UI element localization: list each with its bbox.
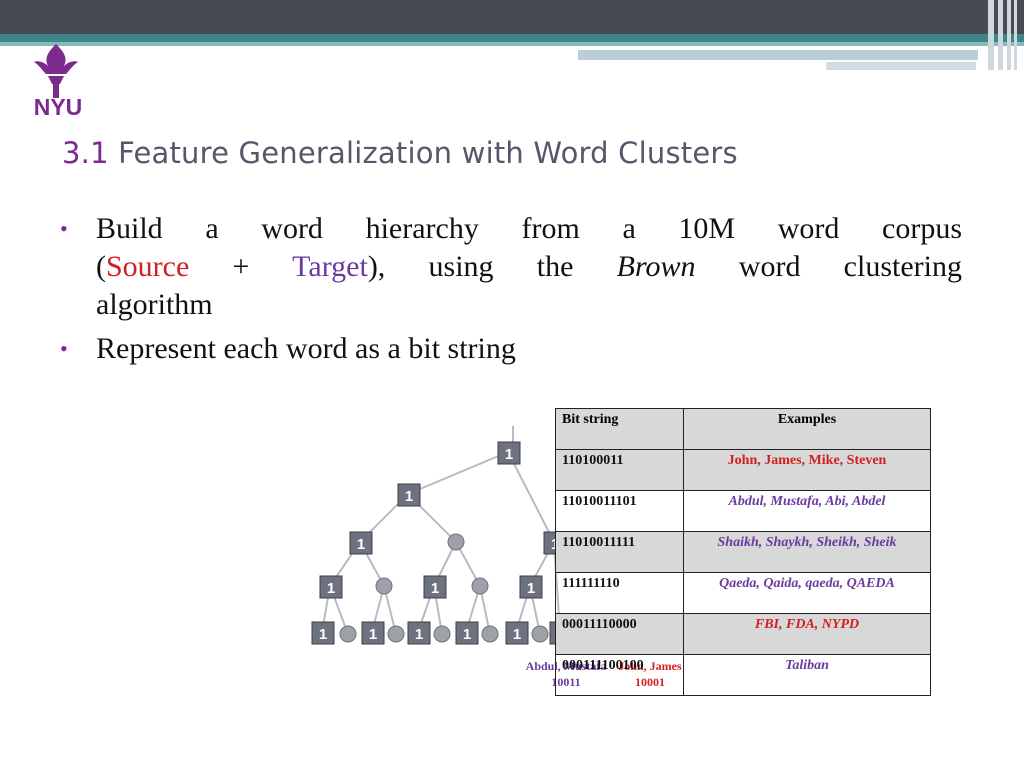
bullet-text: word clustering [695, 250, 962, 283]
header-bar [0, 0, 1024, 34]
header-accent-bar [578, 50, 978, 60]
tree-bit-node: 1 [423, 575, 447, 599]
tree-bit-label: 1 [431, 580, 439, 597]
bit-string-cell: 11010011101 [555, 490, 684, 532]
examples-cell: Abdul, Mustafa, Abi, Abdel [683, 490, 931, 532]
tree-internal-node [447, 533, 465, 551]
source-word: Source [106, 250, 190, 283]
table-header: Examples [683, 408, 931, 450]
tree-bit-label: 1 [405, 488, 413, 505]
bit-string-cell: 11010011111 [555, 531, 684, 573]
bullet-text: ), using the [367, 250, 617, 283]
examples-cell: John, James, Mike, Steven [683, 449, 931, 491]
examples-cell: Taliban [683, 654, 931, 696]
examples-cell: Qaeda, Qaida, qaeda, QAEDA [683, 572, 931, 614]
tree-bit-label: 1 [357, 536, 365, 553]
tree-bit-label: 1 [513, 626, 521, 643]
tree-bit-label: 1 [327, 580, 335, 597]
tree-bit-node: 1 [519, 575, 543, 599]
header-accent-column [998, 0, 1003, 70]
table-header: Bit string [555, 408, 684, 450]
bullet-marker: • [60, 216, 68, 241]
bullet-item: • Build a word hierarchy from a 10M word… [60, 210, 962, 324]
header-accent-column [1007, 0, 1011, 70]
tree-bit-label: 1 [527, 580, 535, 597]
tree-internal-node [375, 577, 393, 595]
tree-internal-node [481, 625, 499, 643]
tree-bit-node: 1 [361, 621, 385, 645]
header-stripe [0, 34, 1024, 42]
tree-bit-node: 1 [349, 531, 373, 555]
tree-bit-node: 1 [505, 621, 529, 645]
bullet-line: Represent each word as a bit string [96, 332, 516, 365]
slide-title-number: 3.1 [62, 136, 109, 170]
bit-string-cell: 110100011 [555, 449, 684, 491]
header-accent-column [1014, 0, 1017, 70]
bit-string-cell: 00011110000 [555, 613, 684, 655]
tree-bit-node: 1 [397, 483, 421, 507]
header-accent-bar-small [826, 62, 976, 70]
tree-edge [407, 451, 509, 495]
bit-string-cell: 000111100100 [555, 654, 684, 696]
tree-bit-label: 1 [463, 626, 471, 643]
tree-bit-label: 1 [505, 446, 513, 463]
slide-title-text: Feature Generalization with Word Cluster… [118, 136, 738, 170]
tree-internal-node [471, 577, 489, 595]
brown-word: Brown [616, 250, 696, 283]
bullet-marker: • [60, 336, 68, 361]
table-header-row: Bit string Examples [555, 408, 931, 450]
target-word: Target [292, 250, 368, 283]
plus-sign: + [189, 250, 293, 283]
tree-bit-node: 1 [407, 621, 431, 645]
bullet-line: (Source + Target), using the Brown word … [96, 248, 962, 286]
nyu-torch-logo [34, 44, 78, 98]
tree-bit-node: 1 [497, 441, 521, 465]
bit-string-cell: 111111110 [555, 572, 684, 614]
tree-bit-node: 1 [319, 575, 343, 599]
tree-internal-node [339, 625, 357, 643]
paren: ( [96, 250, 106, 283]
tree-internal-node [433, 625, 451, 643]
tree-bit-node: 1 [311, 621, 335, 645]
tree-internal-node [387, 625, 405, 643]
tree-internal-node [531, 625, 549, 643]
tree-bit-node: 1 [455, 621, 479, 645]
examples-cell: Shaikh, Shaykh, Sheikh, Sheik [683, 531, 931, 573]
header-stripe-light [0, 42, 1024, 46]
examples-cell: FBI, FDA, NYPD [683, 613, 931, 655]
tree-edge [507, 451, 555, 543]
tree-bit-label: 1 [319, 626, 327, 643]
bullet-line: algorithm [96, 288, 213, 321]
tree-bit-label: 1 [415, 626, 423, 643]
bullet-item: • Represent each word as a bit string [60, 330, 962, 368]
slide-title: 3.1 Feature Generalization with Word Clu… [62, 136, 738, 170]
tree-bit-label: 1 [369, 626, 377, 643]
header-accent-column [988, 0, 994, 70]
bullet-line: Build a word hierarchy from a 10M word c… [96, 212, 962, 245]
nyu-logo-text: NYU [33, 94, 83, 120]
bullet-list: • Build a word hierarchy from a 10M word… [60, 210, 962, 368]
